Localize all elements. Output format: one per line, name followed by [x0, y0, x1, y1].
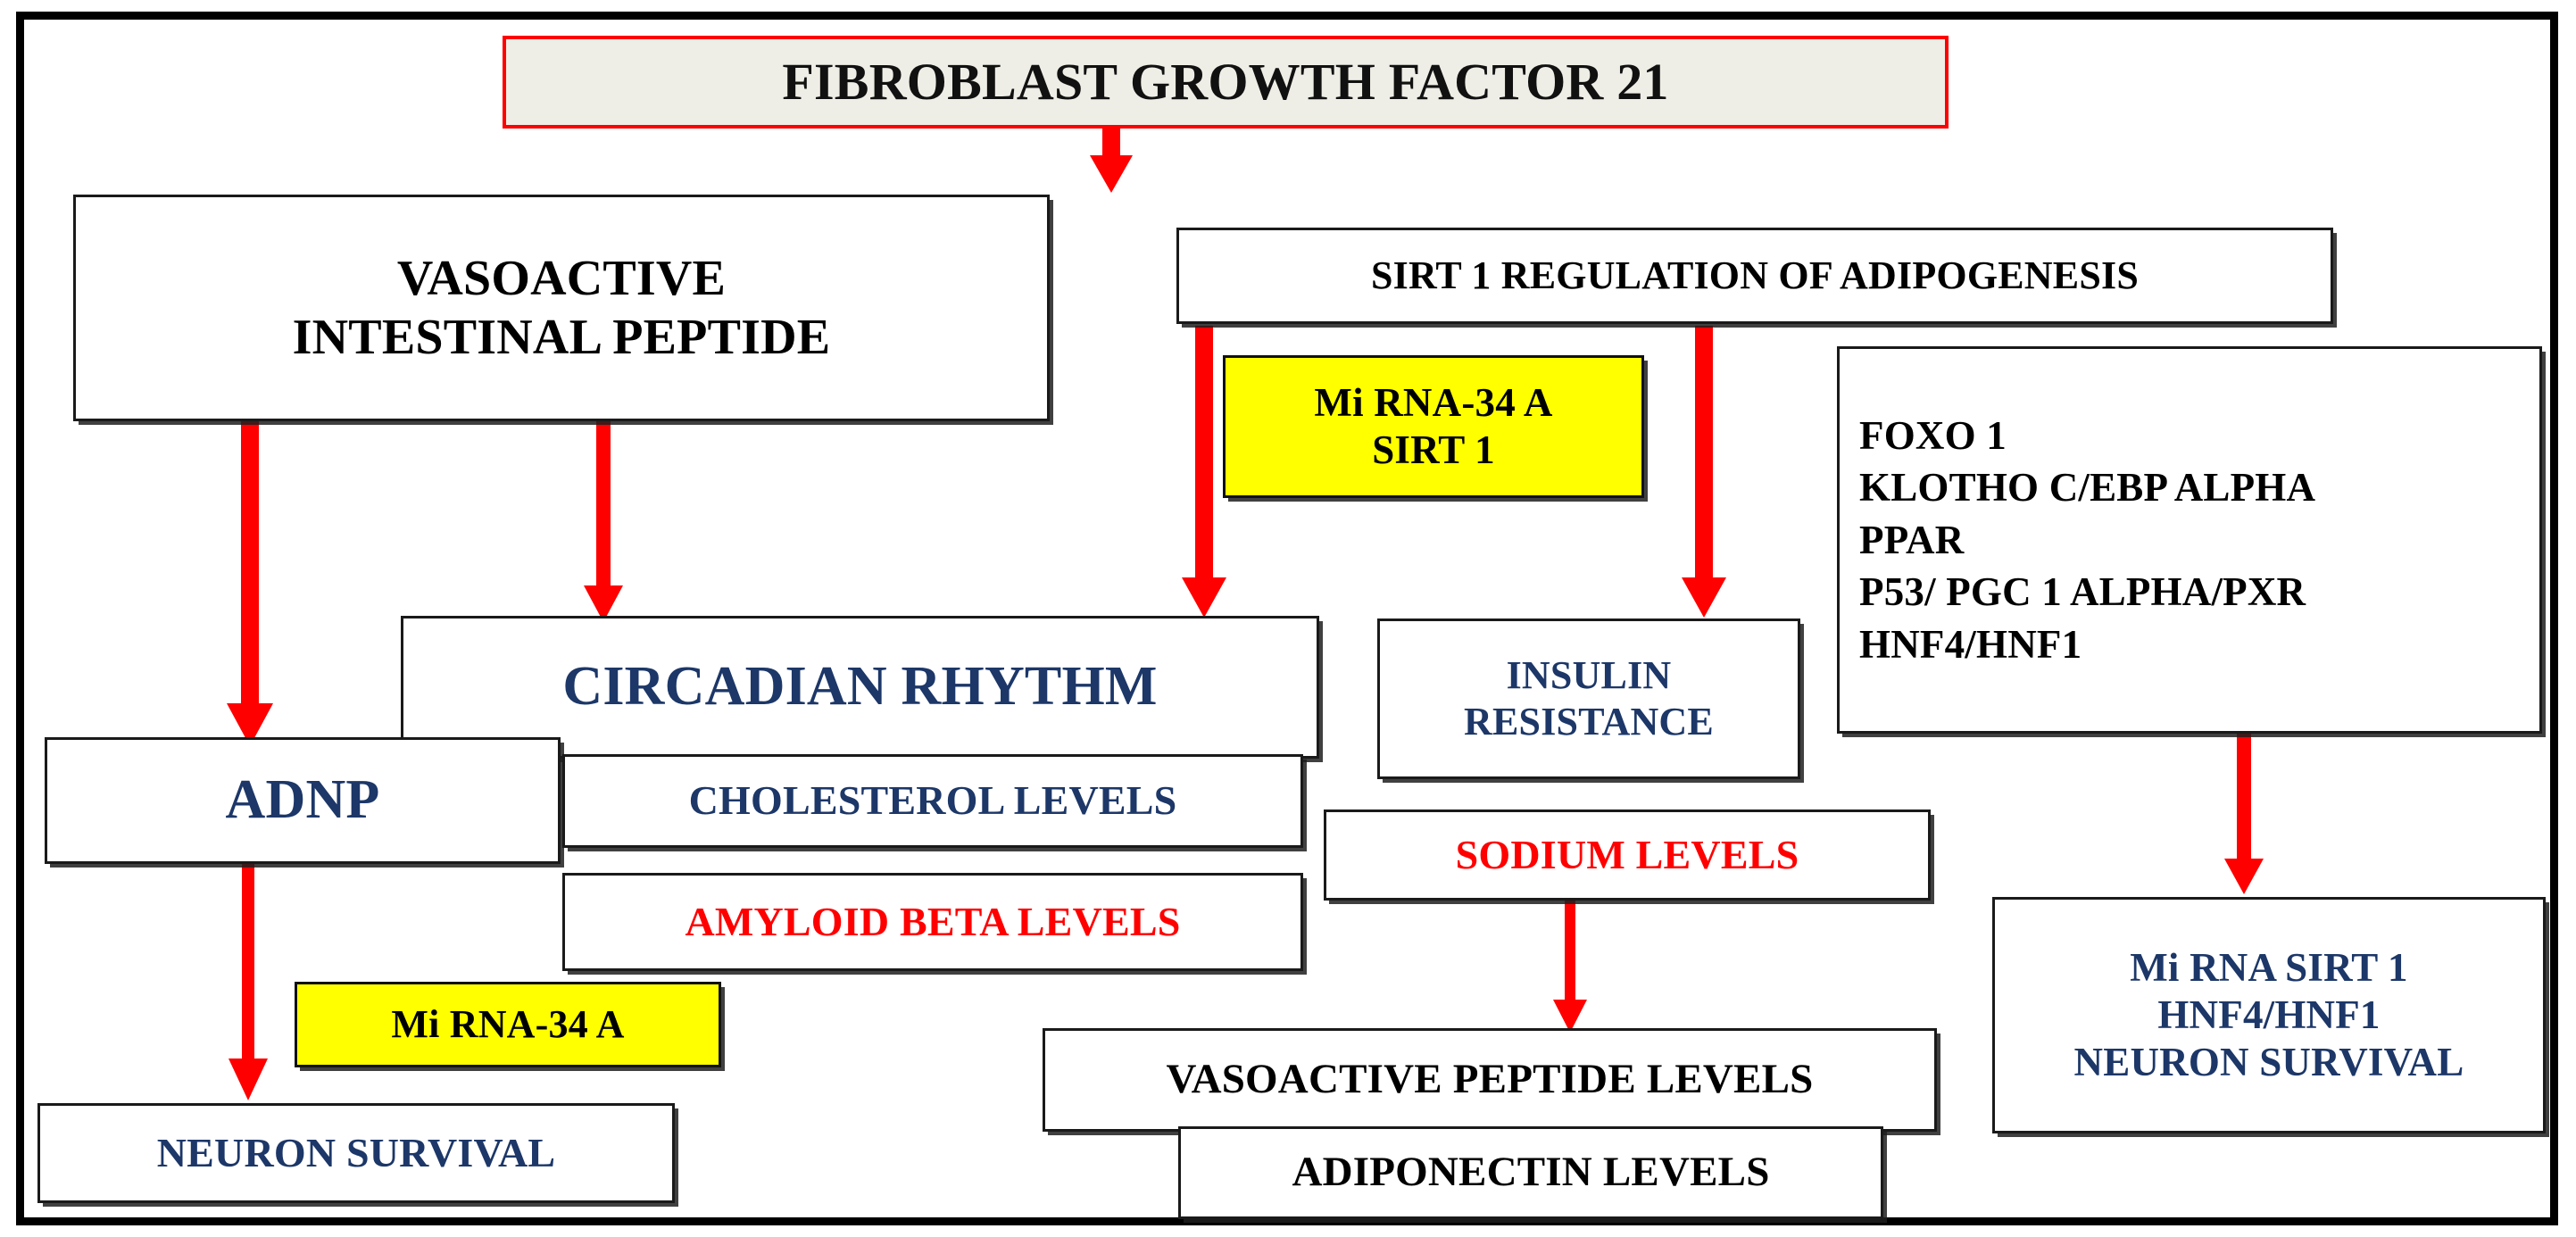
node-label-line-3: NEURON SURVIVAL	[2073, 1040, 2464, 1085]
node-fibroblast-growth-factor-21[interactable]: FIBROBLAST GROWTH FACTOR 21	[503, 36, 1949, 129]
node-label: SIRT 1 REGULATION OF ADIPOGENESIS	[1370, 253, 2139, 298]
node-label: AMYLOID BETA LEVELS	[685, 898, 1181, 944]
node-amyloid-beta-levels[interactable]: AMYLOID BETA LEVELS	[562, 873, 1303, 971]
arrow-factors-to-outcome	[2223, 732, 2267, 897]
node-mirna-34a[interactable]: Mi RNA-34 A	[295, 982, 721, 1067]
node-insulin-resistance[interactable]: INSULIN RESISTANCE	[1377, 618, 1800, 779]
node-cholesterol-levels[interactable]: CHOLESTEROL LEVELS	[562, 754, 1303, 848]
node-label-line-1: INSULIN	[1506, 653, 1672, 698]
node-label-line-2: RESISTANCE	[1464, 700, 1714, 743]
node-sirt1-regulation-of-adipogenesis[interactable]: SIRT 1 REGULATION OF ADIPOGENESIS	[1176, 228, 2333, 324]
arrow-vip-to-adnp	[223, 419, 277, 750]
node-transcription-factors[interactable]: FOXO 1 KLOTHO C/EBP ALPHA PPAR P53/ PGC …	[1837, 346, 2542, 734]
node-label-line-4: P53/ PGC 1 ALPHA/PXR	[1859, 569, 2306, 615]
node-label-line-1: FOXO 1	[1859, 412, 2007, 458]
node-label: CIRCADIAN RHYTHM	[562, 656, 1158, 718]
node-label-line-1: VASOACTIVE	[396, 250, 727, 306]
arrow-fgf21-down	[1084, 77, 1138, 197]
node-label: CHOLESTEROL LEVELS	[688, 777, 1177, 824]
arrow-sodium-to-vasoactive-peptide	[1553, 900, 1591, 1035]
node-mirna-34a-sirt1[interactable]: Mi RNA-34 A SIRT 1	[1223, 355, 1644, 498]
node-label-line-1: Mi RNA-34 A	[1314, 379, 1553, 425]
node-label: SODIUM LEVELS	[1455, 831, 1799, 877]
node-label-line-2: KLOTHO C/EBP ALPHA	[1859, 465, 2316, 511]
arrow-sirt1-to-insulin	[1678, 326, 1730, 620]
node-vasoactive-peptide-levels[interactable]: VASOACTIVE PEPTIDE LEVELS	[1043, 1028, 1937, 1132]
node-mirna-sirt1-outcome[interactable]: Mi RNA SIRT 1 HNF4/HNF1 NEURON SURVIVAL	[1992, 897, 2546, 1133]
node-circadian-rhythm[interactable]: CIRCADIAN RHYTHM	[401, 616, 1319, 759]
node-label: FIBROBLAST GROWTH FACTOR 21	[782, 52, 1669, 111]
node-label-line-2: HNF4/HNF1	[2157, 992, 2381, 1037]
node-label-line-5: HNF4/HNF1	[1859, 621, 2082, 667]
arrow-sirt1-to-circadian	[1178, 326, 1230, 620]
node-label: ADNP	[225, 769, 380, 831]
node-label-line-1: Mi RNA SIRT 1	[2130, 944, 2408, 990]
node-label-line-3: PPAR	[1859, 517, 1965, 562]
node-label: NEURON SURVIVAL	[156, 1129, 556, 1175]
node-label: VASOACTIVE PEPTIDE LEVELS	[1166, 1056, 1814, 1103]
node-label: Mi RNA-34 A	[391, 1002, 625, 1047]
node-sodium-levels[interactable]: SODIUM LEVELS	[1324, 809, 1931, 901]
node-label: ADIPONECTIN LEVELS	[1292, 1149, 1770, 1196]
node-adnp[interactable]: ADNP	[45, 737, 561, 864]
node-label-line-2: INTESTINAL PEPTIDE	[292, 310, 831, 365]
node-adiponectin-levels[interactable]: ADIPONECTIN LEVELS	[1178, 1126, 1883, 1219]
arrow-adnp-to-neuron-survival	[229, 862, 271, 1103]
node-vasoactive-intestinal-peptide[interactable]: VASOACTIVE INTESTINAL PEPTIDE	[73, 195, 1050, 421]
node-neuron-survival[interactable]: NEURON SURVIVAL	[37, 1103, 675, 1203]
arrow-vip-to-circadian	[580, 419, 627, 625]
node-label-line-2: SIRT 1	[1372, 428, 1495, 472]
